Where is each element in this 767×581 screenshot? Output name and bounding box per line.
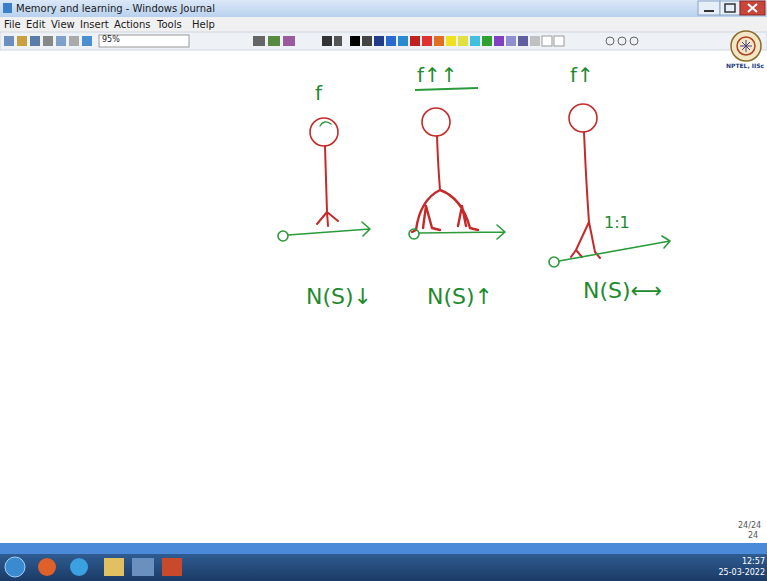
neuron-weak-synapse bbox=[278, 118, 370, 241]
color-palette bbox=[350, 36, 638, 46]
handwritten-note: N(S)⟷ bbox=[583, 279, 662, 303]
close-button bbox=[740, 1, 765, 15]
menu-item: Help bbox=[192, 19, 215, 30]
title-bar bbox=[0, 0, 767, 17]
handwritten-ratio: 1:1 bbox=[604, 214, 630, 232]
minimize-button bbox=[698, 1, 720, 15]
page-number: 24 bbox=[748, 532, 758, 541]
neuron-strong-synapse bbox=[409, 108, 505, 239]
app-icon bbox=[3, 3, 12, 13]
taskbar-icons bbox=[5, 557, 182, 577]
clock-date: 25-03-2022 bbox=[719, 569, 766, 578]
handwritten-note: f bbox=[315, 82, 322, 104]
toolbar-icons bbox=[4, 35, 342, 47]
zoom-level: 95% bbox=[102, 36, 120, 45]
menu-item: View bbox=[51, 19, 75, 30]
nptel-logo bbox=[731, 31, 761, 61]
neuron-one-to-one-synapse bbox=[549, 104, 670, 267]
menu-item: Tools bbox=[157, 19, 182, 30]
handwritten-note: f↑↑ bbox=[417, 64, 458, 86]
clock-time: 12:57 bbox=[742, 558, 765, 567]
menu-item: Insert bbox=[80, 19, 109, 30]
menu-item: Edit bbox=[26, 19, 45, 30]
maximize-button bbox=[720, 1, 740, 15]
menu-item: Actions bbox=[114, 19, 151, 30]
handwritten-note: N(S)↓ bbox=[306, 285, 372, 309]
underline bbox=[415, 88, 478, 90]
toolbar bbox=[0, 32, 767, 50]
menu-item: File bbox=[4, 19, 21, 30]
status-bar bbox=[0, 543, 767, 554]
handwritten-note: N(S)↑ bbox=[427, 285, 493, 309]
handwritten-note: f↑ bbox=[570, 64, 594, 86]
logo-text: NPTEL, IISc bbox=[726, 63, 764, 70]
page-counter: 24/24 bbox=[738, 522, 761, 531]
window-title: Memory and learning - Windows Journal bbox=[16, 3, 215, 14]
taskbar bbox=[0, 554, 767, 581]
menu-bar bbox=[0, 17, 767, 32]
